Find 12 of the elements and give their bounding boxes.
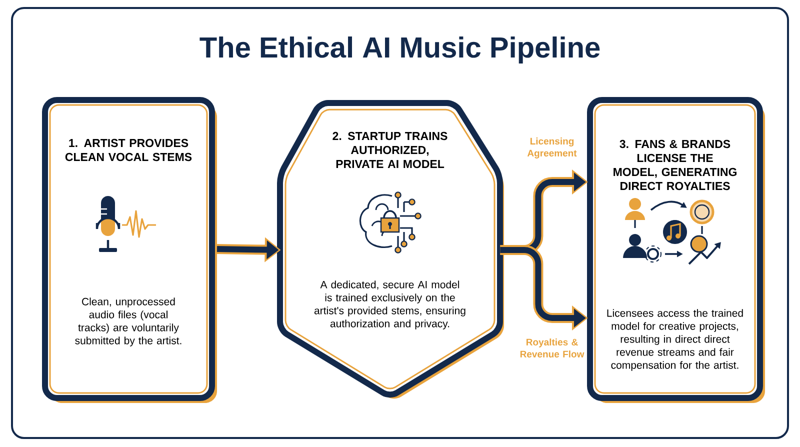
step-card: [587, 97, 765, 403]
step-heading: 1. ARTIST PROVIDES CLEAN VOCAL STEMS: [65, 138, 192, 162]
step-description: Licensees access the trained model for creative projects, resulting in direct direct revenue streams and fair compensation for the artist.: [607, 309, 743, 371]
hexagon-card: [277, 100, 504, 399]
step-description: Clean, unprocessed audio files (vocal tracks) are voluntarily submitted by the artist.: [75, 298, 182, 346]
title: The Ethical AI Music Pipeline: [200, 36, 600, 64]
step-heading: 3. FANS & BRANDS LICENSE THE MODEL, GENERATING DIRECT ROYALTIES: [614, 140, 736, 190]
step-description: A dedicated, secure AI model is trained exclusively on the artist's provided stems, ensuring authorization and privacy.: [314, 280, 466, 330]
step-heading: 2. STARTUP TRAINS AUTHORIZED, PRIVATE AI MODEL: [332, 132, 448, 168]
step-card: [42, 97, 217, 403]
edge-label: Royalties & Revenue Flow: [520, 338, 584, 358]
edge-label: Licensing Agreement: [527, 138, 577, 158]
